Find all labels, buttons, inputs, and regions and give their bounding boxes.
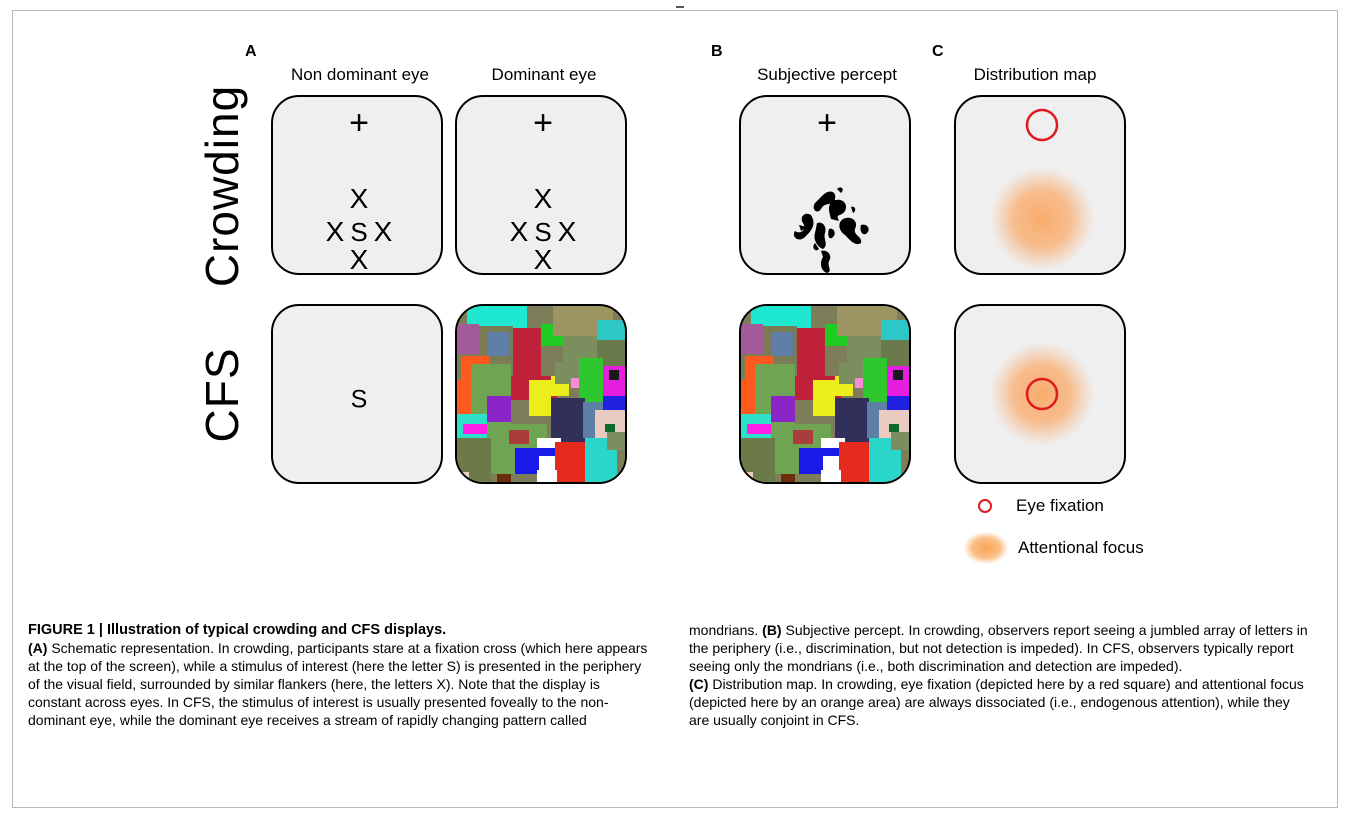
caption-c-text: Distribution map. In crowding, eye fixat… <box>689 676 1304 728</box>
caption-left-column: FIGURE 1 | Illustration of typical crowd… <box>28 621 648 729</box>
caption-c-label: (C) <box>689 676 709 692</box>
col-label-distribution-map: Distribution map <box>973 65 1097 84</box>
fixation-cross: + <box>349 104 369 142</box>
flanker-top: X <box>349 183 369 214</box>
attentional-focus-blob <box>990 167 1094 271</box>
panel-letter-c: C <box>932 43 944 60</box>
fixation-cross: + <box>817 104 837 142</box>
caption-a-text: Schematic representation. In crowding, p… <box>28 640 648 728</box>
caption-b-label: (B) <box>762 622 782 638</box>
caption-title: FIGURE 1 | Illustration of typical crowd… <box>28 622 447 638</box>
crowding-nondominant-tile: + X X S X X <box>271 95 443 275</box>
cfs-distribution-map <box>990 342 1094 446</box>
flanker-bottom: X <box>349 244 369 275</box>
target-letter: S <box>534 217 552 247</box>
cfs-dominant-mondrian-tile <box>455 304 627 484</box>
caption-panel-c: (C) Distribution map. In crowding, eye f… <box>689 675 1309 729</box>
red-ring-icon <box>978 499 992 513</box>
eye-fixation-ring <box>1025 108 1059 142</box>
caption-right-column: mondrians. (B) Subjective percept. In cr… <box>689 621 1309 729</box>
legend-attentional-focus-label: Attentional focus <box>1018 538 1144 557</box>
crowding-percept-tile: + <box>739 95 911 275</box>
caption-a-continuation: mondrians. <box>689 622 759 638</box>
flanker-left: X <box>509 216 529 247</box>
flanker-left: X <box>325 216 345 247</box>
legend-eye-fixation-label: Eye fixation <box>1016 496 1104 515</box>
jumbled-letters-scribble <box>793 187 869 273</box>
flanker-right: X <box>373 216 393 247</box>
caption-panel-b: mondrians. (B) Subjective percept. In cr… <box>689 621 1309 675</box>
figure-frame <box>12 10 1338 808</box>
legend-attentional-focus: Attentional focus <box>964 532 1144 564</box>
mondrian-pattern <box>741 306 909 482</box>
eye-fixation-ring <box>1025 377 1059 411</box>
target-letter: S <box>350 385 368 414</box>
attentional-focus-blob <box>990 342 1094 446</box>
flanker-top: X <box>533 183 553 214</box>
col-label-dominant-eye: Dominant eye <box>491 65 597 84</box>
col-label-non-dominant-eye: Non dominant eye <box>291 65 429 84</box>
flanker-right: X <box>557 216 577 247</box>
flanker-bottom: X <box>533 244 553 275</box>
legend-eye-fixation: Eye fixation <box>978 496 1104 516</box>
caption-panel-a: (A) Schematic representation. In crowdin… <box>28 639 648 729</box>
col-label-subjective-percept: Subjective percept <box>757 65 897 84</box>
target-letter: S <box>350 217 368 247</box>
fixation-cross: + <box>533 104 553 142</box>
orange-blob-icon <box>964 532 1008 564</box>
panel-letter-b: B <box>711 43 723 60</box>
crowding-distribution-tile <box>954 95 1126 275</box>
cfs-nondominant-tile: S <box>271 304 443 484</box>
top-tick-mark <box>676 6 684 8</box>
row-label-crowding: Crowding <box>196 84 248 288</box>
row-label-cfs: CFS <box>196 347 248 443</box>
caption-b-text: Subjective percept. In crowding, observe… <box>689 622 1308 674</box>
caption-a-label: (A) <box>28 640 48 656</box>
crowding-distribution-map <box>990 108 1094 271</box>
panel-letter-a: A <box>245 43 257 60</box>
cfs-distribution-tile <box>954 304 1126 484</box>
mondrian-pattern <box>457 306 625 482</box>
crowding-dominant-tile: + X X S X X <box>455 95 627 275</box>
cfs-percept-mondrian-tile <box>739 304 911 484</box>
